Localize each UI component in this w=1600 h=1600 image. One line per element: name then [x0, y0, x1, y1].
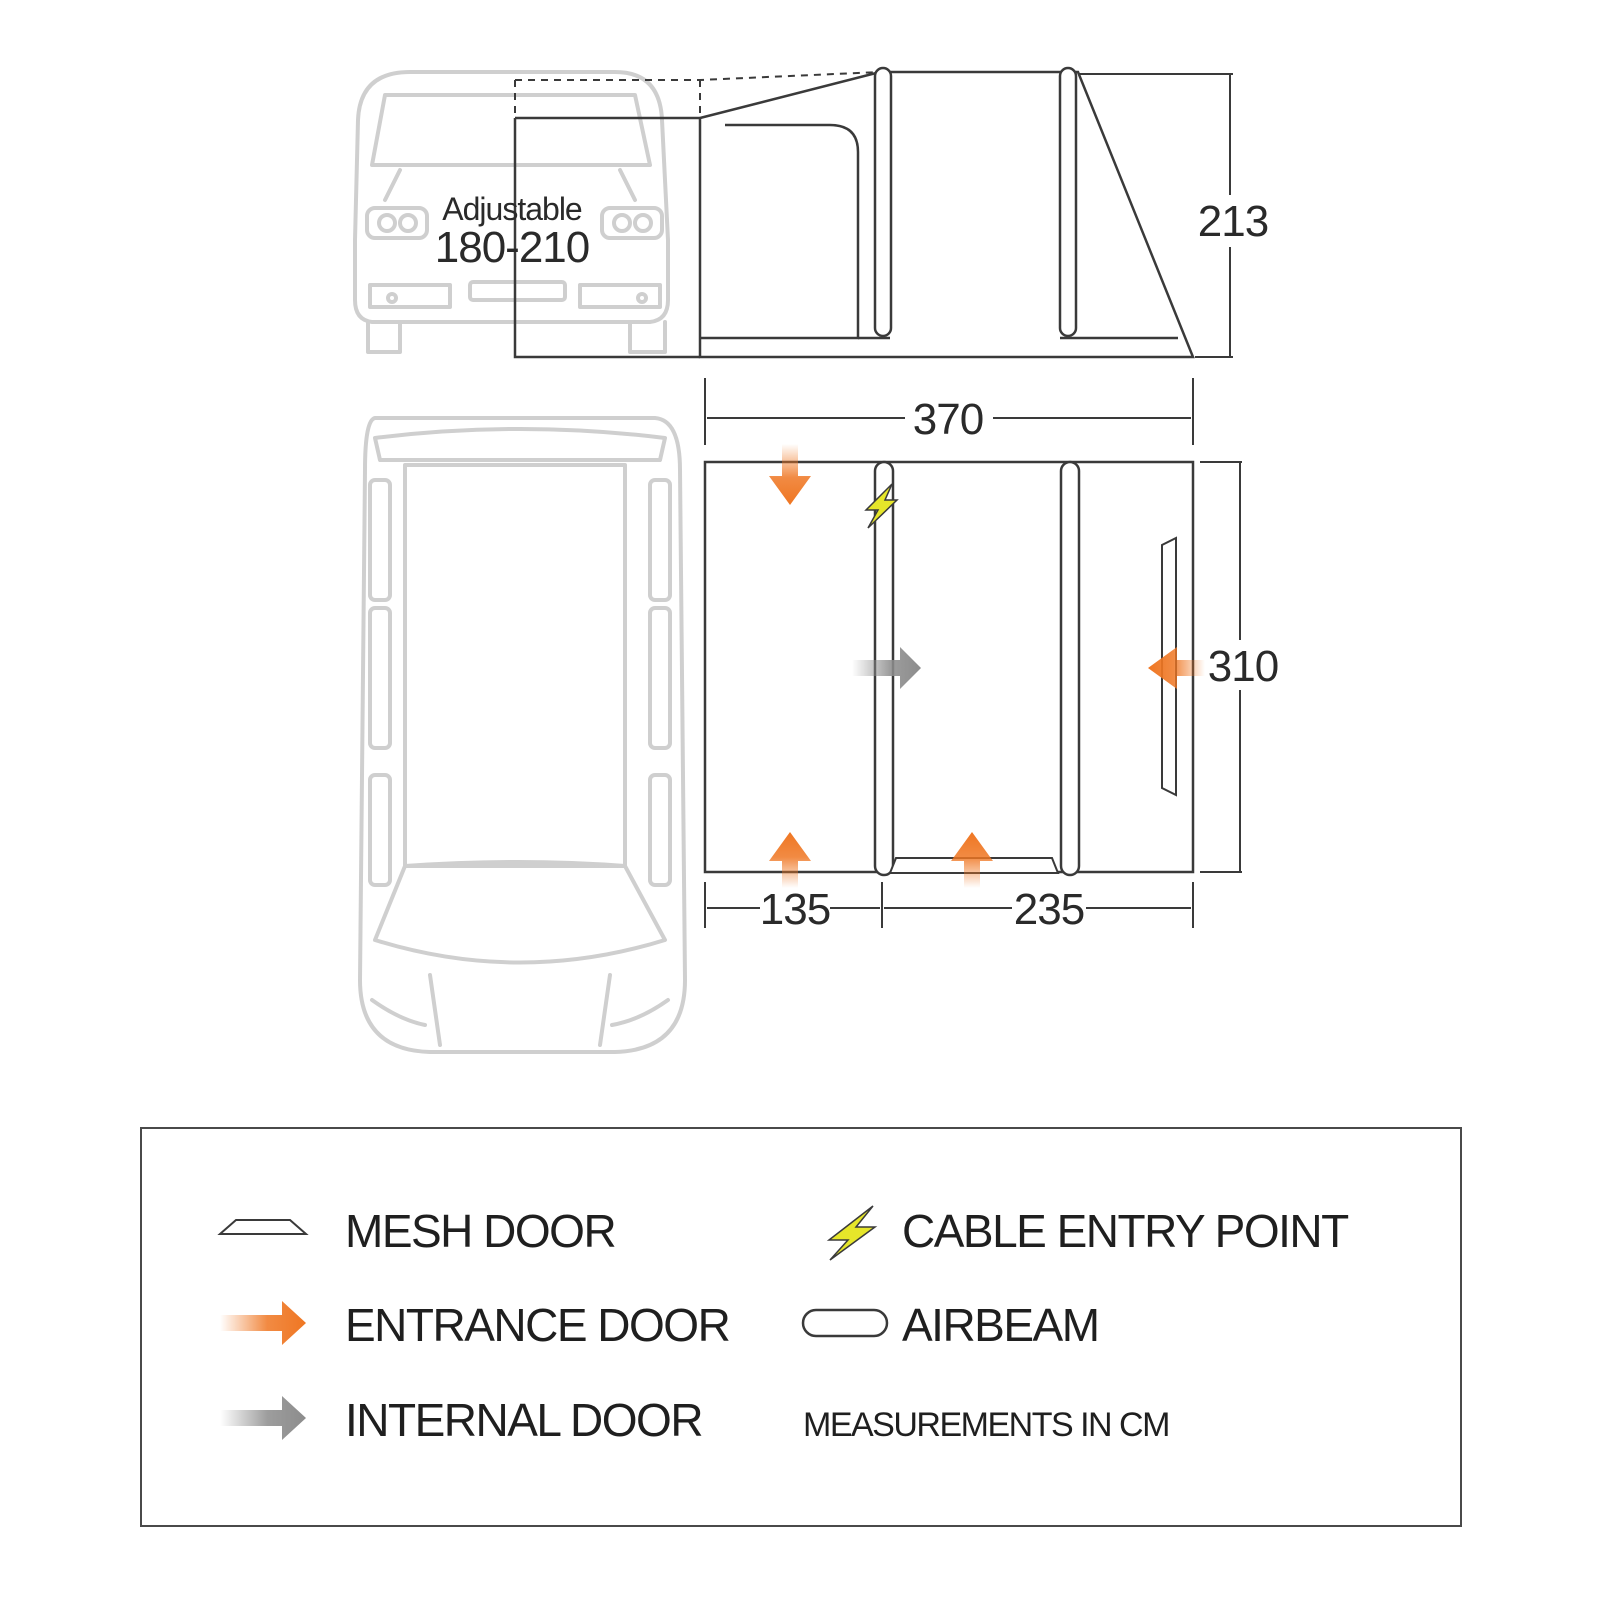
- awning-top-view: 370 310 135 235: [703, 378, 1285, 934]
- mesh-door-icon: [217, 1219, 309, 1235]
- rear-section-dimension-label: 235: [1014, 885, 1084, 934]
- legend-mesh-door-label: MESH DOOR: [345, 1205, 615, 1257]
- adjustable-range-label: 180-210: [435, 223, 589, 272]
- entrance-arrow-icon-bottom: [769, 832, 811, 888]
- depth-dimension-label: 310: [1208, 642, 1278, 691]
- entrance-arrow-icon-top: [769, 444, 811, 505]
- awning-front-view: 213 Adjustable 180-210: [435, 66, 1275, 359]
- front-section-dimension-label: 135: [760, 885, 830, 934]
- vehicle-top-view: [358, 416, 687, 1054]
- cable-entry-point-icon: [864, 483, 899, 529]
- legend: MESH DOOR ENTRANCE DOOR INTERNAL DOOR CA…: [140, 1127, 1462, 1527]
- cable-entry-icon: [826, 1205, 878, 1261]
- entrance-door-icon: [220, 1301, 306, 1345]
- legend-internal-door-label: INTERNAL DOOR: [345, 1394, 702, 1446]
- internal-door-arrow-icon: [852, 647, 921, 689]
- legend-entrance-door-label: ENTRANCE DOOR: [345, 1299, 730, 1351]
- vehicle-front-view: [353, 70, 670, 354]
- measurements-note: MEASUREMENTS IN CM: [803, 1406, 1169, 1444]
- airbeam-icon: [801, 1308, 889, 1338]
- height-dimension-label: 213: [1198, 197, 1268, 246]
- adjustable-label: Adjustable: [442, 191, 582, 227]
- internal-door-icon: [220, 1396, 306, 1440]
- entrance-arrow-icon-rear: [951, 832, 993, 888]
- legend-airbeam-label: AIRBEAM: [902, 1299, 1099, 1351]
- length-dimension-label: 370: [913, 395, 983, 444]
- entrance-arrow-icon-side: [1148, 647, 1205, 689]
- legend-cable-entry-label: CABLE ENTRY POINT: [902, 1205, 1349, 1257]
